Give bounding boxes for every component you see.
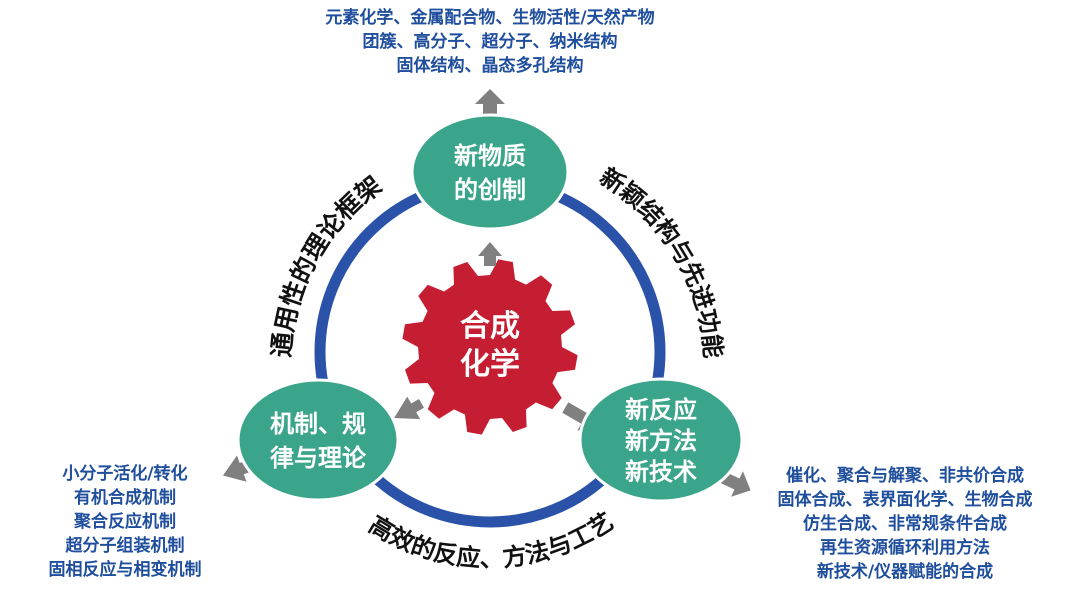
node-left-line2: 律与理论	[270, 444, 367, 472]
left-text-line: 有机合成机制	[74, 488, 176, 508]
top-text-line: 固体结构、晶态多孔结构	[396, 56, 584, 76]
right-text-line: 再生资源循环利用方法	[820, 538, 990, 558]
left-description: 小分子活化/转化 有机合成机制 聚合反应机制 超分子组装机制 固相反应与相变机制	[20, 462, 230, 582]
top-description: 元素化学、金属配合物、生物活性/天然产物 团簇、高分子、超分子、纳米结构 固体结…	[260, 6, 720, 78]
left-text-line: 小分子活化/转化	[62, 464, 188, 484]
center-label-line1: 合成	[460, 309, 520, 344]
right-description: 催化、聚合与解聚、非共价合成 固体合成、表界面化学、生物合成 仿生合成、非常规条…	[740, 464, 1070, 584]
top-text-line: 团簇、高分子、超分子、纳米结构	[362, 32, 618, 52]
right-text-line: 催化、聚合与解聚、非共价合成	[786, 466, 1024, 486]
right-text-line: 新技术/仪器赋能的合成	[816, 562, 994, 582]
left-text-line: 聚合反应机制	[74, 512, 176, 532]
node-left-line1: 机制、规	[270, 410, 366, 438]
right-text-line: 仿生合成、非常规条件合成	[803, 514, 1007, 534]
right-text-line: 固体合成、表界面化学、生物合成	[777, 490, 1033, 510]
node-top-line1: 新物质	[454, 142, 526, 170]
left-text-line: 固相反应与相变机制	[48, 560, 202, 580]
node-top-line2: 的创制	[454, 176, 526, 204]
left-text-line: 超分子组装机制	[65, 536, 185, 556]
arrow-up-inner-icon	[478, 242, 502, 266]
gear-icon	[402, 259, 578, 435]
arrow-up-outer-icon	[475, 89, 505, 116]
node-top: 新物质 的创制	[410, 113, 570, 231]
node-right: 新反应 新方法 新技术	[578, 377, 744, 503]
center-label-line2: 化学	[460, 347, 520, 382]
top-text-line: 元素化学、金属配合物、生物活性/天然产物	[325, 8, 655, 28]
arrow-left-inner-icon	[394, 396, 424, 420]
arrow-right-outer-icon	[720, 471, 751, 497]
node-right-line1: 新反应	[625, 396, 697, 424]
node-right-line2: 新方法	[625, 427, 697, 455]
node-left: 机制、规 律与理论	[236, 378, 400, 502]
node-right-line3: 新技术	[625, 458, 697, 486]
